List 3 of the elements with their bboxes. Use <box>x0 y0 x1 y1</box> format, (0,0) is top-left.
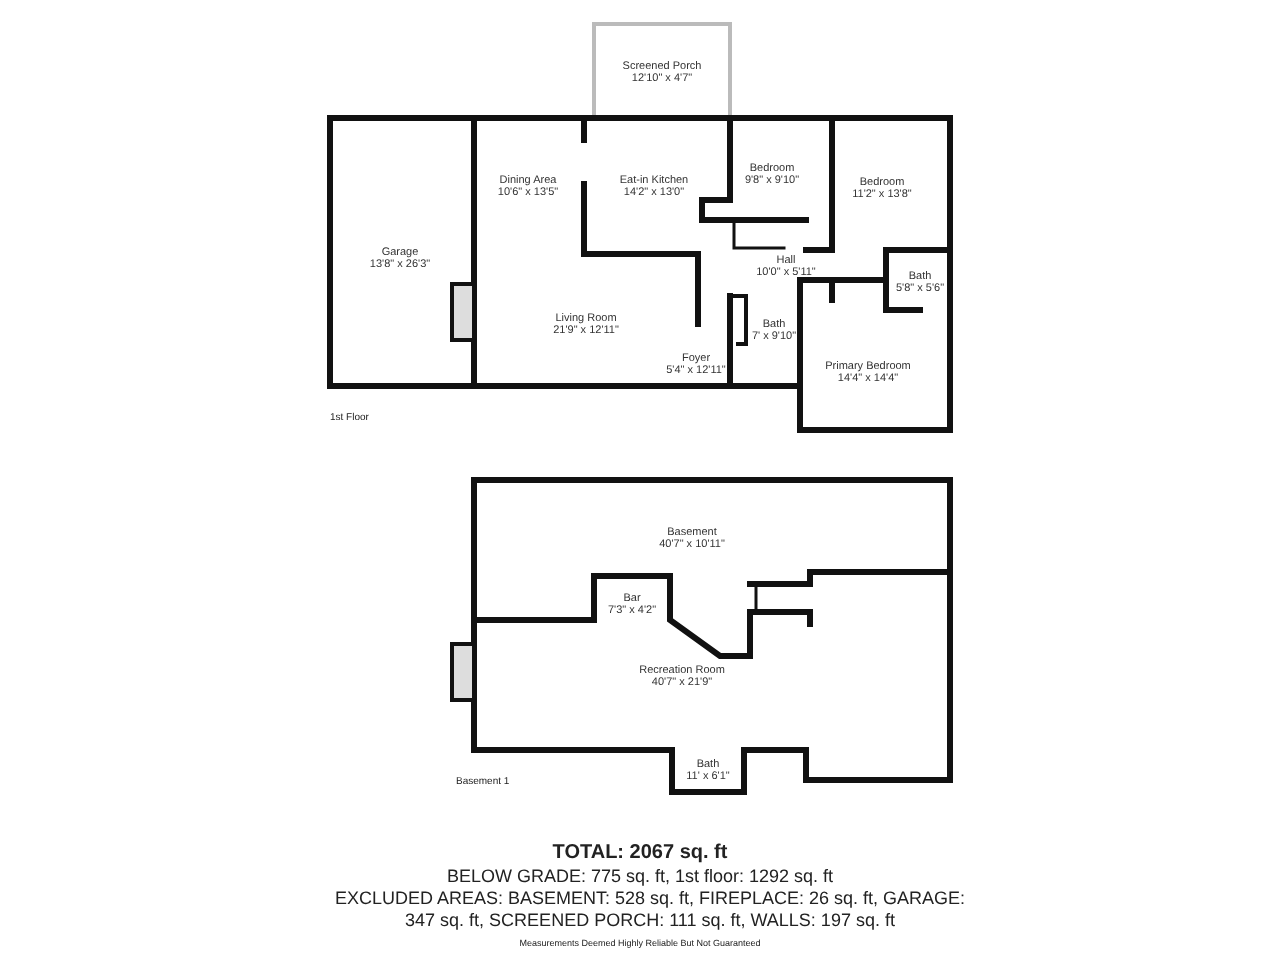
total-area-heading: TOTAL: 2067 sq. ft <box>550 842 730 864</box>
excluded-areas-note: EXCLUDED AREAS: BASEMENT: 528 sq. ft, FIREPLACE: 26 sq. ft, GARAGE: 347 sq. ft, SCREENED PORCH: 111 sq. ft, WALLS: 197 sq. ft <box>332 888 968 932</box>
area-summary: BELOW GRADE: 775 sq. ft, 1st floor: 1292 sq. ft <box>444 866 836 886</box>
